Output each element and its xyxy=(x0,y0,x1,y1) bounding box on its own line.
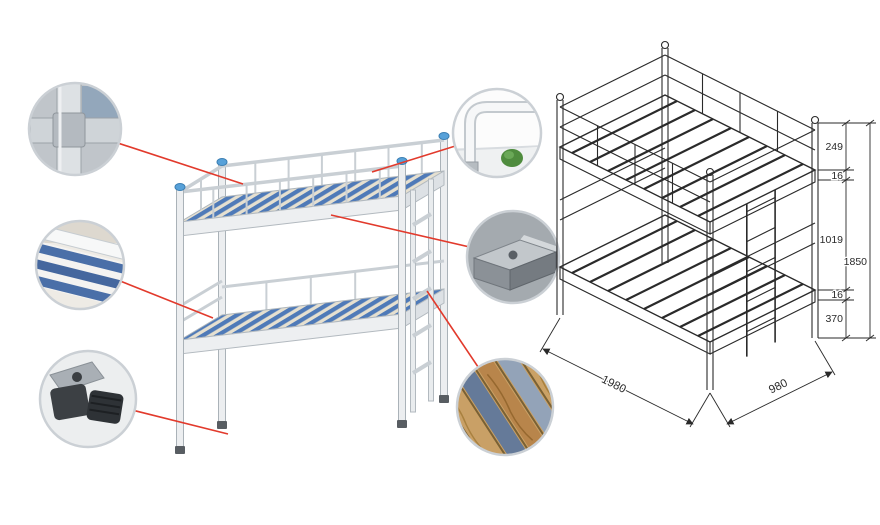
dim-total-height: 1850 xyxy=(844,256,868,268)
dimension-labels: 249 16 1019 1850 16 370 1980 980 xyxy=(598,140,868,398)
drawing-upper-bunk xyxy=(558,94,817,235)
callout-frame-corner-joint xyxy=(27,81,123,177)
dim-top-section: 249 xyxy=(825,141,843,153)
wooden-slat-image xyxy=(457,359,553,455)
drawing-post xyxy=(811,123,819,338)
lower-bunk-end-guard xyxy=(179,279,223,324)
bed-post xyxy=(398,160,406,423)
drawing-ladder xyxy=(745,189,776,357)
dim-tube-bottom: 16 xyxy=(831,289,843,301)
bunk-bed-photo xyxy=(174,132,450,454)
callout-wooden-slats xyxy=(455,357,555,457)
drawing-lower-bunk xyxy=(558,214,817,355)
drawing-post xyxy=(661,48,669,263)
guardrail-tube-image xyxy=(453,89,541,177)
dim-tube-top: 16 xyxy=(831,170,843,182)
top-bunk-back-guardrail xyxy=(221,138,445,194)
dim-width: 980 xyxy=(767,377,790,396)
bed-post xyxy=(176,186,184,449)
dim-length: 1980 xyxy=(599,374,627,396)
callout-guardrail-tube xyxy=(451,87,543,179)
foot-pad-image xyxy=(40,351,136,447)
callout-foot-pads xyxy=(38,349,138,449)
ladder xyxy=(410,178,434,413)
dim-lower-section: 370 xyxy=(825,313,843,325)
slat-corner-image xyxy=(36,221,124,309)
technical-drawing xyxy=(555,40,820,390)
dim-mid-section: 1019 xyxy=(820,234,844,246)
callout-connector-bracket xyxy=(465,209,561,305)
drawing-end-rails xyxy=(559,147,816,296)
drawing-guardrails xyxy=(559,54,816,204)
drawing-post xyxy=(706,175,714,390)
bed-feet xyxy=(175,395,449,454)
callout-slat-corner xyxy=(34,219,126,311)
top-bunk-front-guardrail xyxy=(179,164,403,219)
dimension-lines xyxy=(539,119,876,428)
frame-corner-joint-image xyxy=(29,83,121,175)
drawing-post xyxy=(556,100,564,315)
